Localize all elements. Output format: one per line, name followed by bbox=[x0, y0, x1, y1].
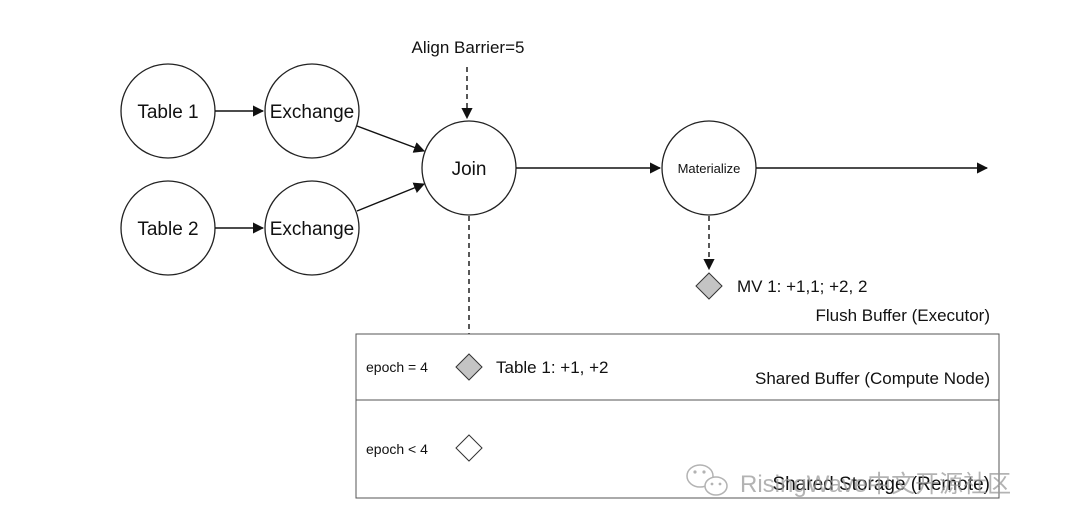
align-barrier-label: Align Barrier=5 bbox=[412, 38, 525, 57]
exchange1-label: Exchange bbox=[270, 102, 355, 123]
flush-diamond-icon bbox=[695, 272, 723, 300]
shared-buffer-diamond-icon bbox=[455, 353, 483, 381]
table1-label: Table 1 bbox=[137, 102, 198, 123]
join-node: Join bbox=[421, 120, 517, 216]
shared-buffer-section: epoch = 4 Table 1: +1, +2 Shared Buffer … bbox=[366, 353, 990, 388]
shared-buffer-epoch: epoch = 4 bbox=[366, 359, 428, 375]
arrow-exchange1-join bbox=[356, 125, 426, 153]
shared-storage-section: epoch < 4 Shared Storage (Remote) bbox=[366, 434, 990, 495]
exchange2-node: Exchange bbox=[264, 180, 360, 276]
flush-buffer-title: Flush Buffer (Executor) bbox=[816, 306, 990, 325]
materialize-label: Materialize bbox=[678, 161, 741, 176]
materialize-node: Materialize bbox=[661, 120, 757, 216]
exchange2-label: Exchange bbox=[270, 219, 355, 240]
shared-storage-title: Shared Storage (Remote) bbox=[772, 474, 990, 495]
table2-node: Table 2 bbox=[120, 180, 216, 276]
shared-buffer-entry: Table 1: +1, +2 bbox=[496, 358, 608, 377]
shared-storage-epoch: epoch < 4 bbox=[366, 441, 428, 457]
exchange1-node: Exchange bbox=[264, 63, 360, 159]
table2-label: Table 2 bbox=[137, 219, 198, 240]
flush-buffer: MV 1: +1,1; +2, 2 Flush Buffer (Executor… bbox=[695, 272, 990, 325]
table1-node: Table 1 bbox=[120, 63, 216, 159]
watermark-text: RisingWave中文开源社区 bbox=[740, 471, 1011, 498]
watermark: RisingWave中文开源社区 bbox=[686, 464, 1011, 498]
shared-storage-diamond-icon bbox=[455, 434, 483, 462]
arrow-exchange2-join bbox=[356, 182, 426, 212]
join-label: Join bbox=[452, 159, 487, 180]
shared-buffer-title: Shared Buffer (Compute Node) bbox=[755, 369, 990, 388]
wechat-icon bbox=[686, 464, 728, 496]
flush-buffer-entry: MV 1: +1,1; +2, 2 bbox=[737, 277, 867, 296]
